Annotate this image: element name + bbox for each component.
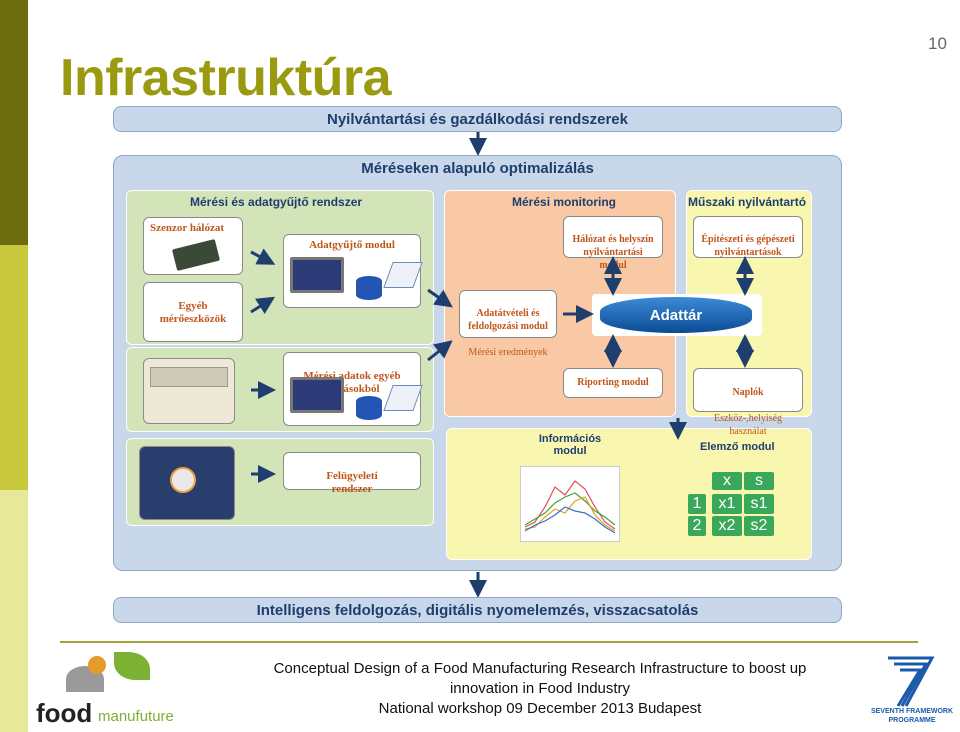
measurement-section-title: Mérési és adatgyűjtő rendszer bbox=[190, 195, 363, 209]
footer-line-3: National workshop 09 December 2013 Budap… bbox=[378, 700, 702, 717]
grid-cell-s2: s2 bbox=[744, 516, 774, 536]
grid-header-s: s bbox=[744, 472, 774, 490]
gauge-icon bbox=[170, 467, 196, 493]
logo-manufuture-text: manufuture bbox=[98, 708, 174, 725]
left-accent-light bbox=[0, 490, 28, 732]
building-records-label: Építészeti és gépészeti nyilvántartások bbox=[701, 234, 795, 258]
grid-row-label-1: 1 bbox=[688, 494, 706, 514]
footer-divider bbox=[60, 641, 918, 643]
main-title: Méréseken alapuló optimalizálás bbox=[361, 160, 594, 177]
top-band: Nyilvántartási és gazdálkodási rendszere… bbox=[113, 106, 842, 132]
grid-cell-s1: s1 bbox=[744, 494, 774, 514]
leaf-icon bbox=[114, 652, 150, 680]
food-manufuture-logo: food manufuture bbox=[36, 648, 186, 728]
supervision-box: Felügyeleti rendszer bbox=[283, 452, 421, 495]
footer-line-2: innovation in Food Industry bbox=[449, 680, 631, 697]
dashboard-image bbox=[139, 446, 235, 520]
logs-sublabel: Eszköz-,helyiség használat bbox=[713, 413, 783, 437]
page-number: 10 bbox=[928, 34, 947, 53]
supervision-label: Felügyeleti rendszer bbox=[326, 470, 378, 495]
intake-module-sublabel: Mérési eredmények bbox=[468, 347, 548, 358]
intake-module-label: Adatátvételi és feldolgozási modul bbox=[468, 308, 548, 332]
info-chart-lines bbox=[524, 480, 616, 534]
fp7-line-2: PROGRAMME bbox=[888, 717, 936, 724]
meter-display-icon bbox=[150, 367, 228, 387]
laptop-icon-2 bbox=[290, 377, 344, 413]
slide-title: Infrastruktúra bbox=[60, 49, 392, 107]
left-accent-mid bbox=[0, 245, 28, 490]
info-module-label: Információs modul bbox=[538, 433, 602, 457]
datastore-cylinder: Adattár bbox=[600, 297, 752, 333]
technical-section-title: Műszaki nyilvántartó bbox=[688, 195, 807, 209]
analyzer-label: Elemző modul bbox=[700, 441, 775, 453]
reporting-box: Riporting modul bbox=[563, 368, 663, 398]
logo-food-text: food bbox=[36, 698, 93, 728]
database-icon bbox=[356, 276, 382, 300]
bottom-band: Intelligens feldolgozás, digitális nyome… bbox=[113, 597, 842, 623]
sun-icon bbox=[88, 656, 106, 674]
fp7-seven-icon bbox=[888, 656, 935, 707]
grid-cell-x2: x2 bbox=[712, 516, 742, 536]
left-accent-dark bbox=[0, 0, 28, 245]
database-icon-2 bbox=[356, 396, 382, 420]
logs-label: Naplók bbox=[732, 387, 764, 398]
fp7-line-1: SEVENTH FRAMEWORK bbox=[870, 708, 954, 715]
logs-box: Naplók Eszköz-,helyiség használat bbox=[693, 368, 803, 437]
reporting-label: Riporting modul bbox=[577, 377, 649, 388]
sensor-network-label: Szenzor hálózat bbox=[150, 222, 225, 234]
monitoring-section-title: Mérési monitoring bbox=[512, 195, 617, 209]
grid-header-x: x bbox=[712, 472, 742, 490]
other-instruments-label: Egyéb mérőeszközök bbox=[159, 300, 227, 325]
sensor-network-box: Szenzor hálózat bbox=[143, 217, 243, 275]
collector-label: Adatgyűjtő modul bbox=[309, 239, 395, 251]
intake-module-box: Adatátvételi és feldolgozási modul Mérés… bbox=[459, 290, 557, 358]
grid-cell-x1: x1 bbox=[712, 494, 742, 514]
footer-line-1: Conceptual Design of a Food Manufacturin… bbox=[273, 660, 807, 677]
building-records-box: Építészeti és gépészeti nyilvántartások bbox=[693, 216, 803, 258]
grid-row-label-2: 2 bbox=[688, 516, 706, 536]
seventh-framework-logo: SEVENTH FRAMEWORK PROGRAMME bbox=[868, 652, 956, 728]
info-chart-image bbox=[520, 466, 620, 542]
meter-image bbox=[143, 358, 235, 424]
laptop-icon bbox=[290, 257, 344, 293]
other-instruments-box: Egyéb mérőeszközök bbox=[143, 282, 243, 342]
